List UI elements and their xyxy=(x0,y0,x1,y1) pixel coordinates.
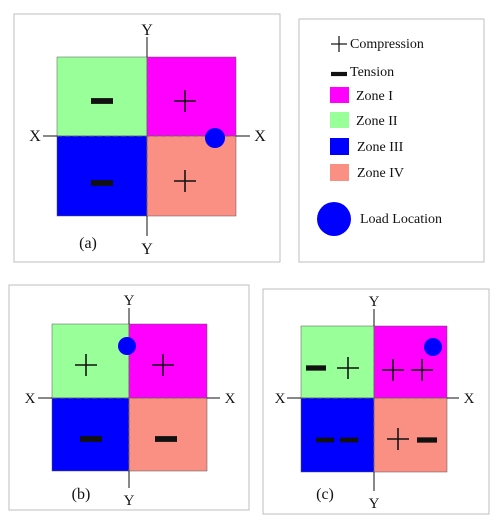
panel-b-zone-2 xyxy=(51,323,130,399)
panel-c-zone-4-sign-1 xyxy=(387,428,409,450)
legend-zone-2-swatch xyxy=(330,112,349,128)
panel-b-y-label-bottom: Y xyxy=(124,493,135,509)
panel-a-caption: (a) xyxy=(79,235,97,252)
panel-a-zone-3-sign-1 xyxy=(91,180,113,186)
panel-c-zone-3-sign-1 xyxy=(316,437,334,443)
panel-a-zone-4-sign-1 xyxy=(174,170,196,192)
panel-c-zone-2-sign-1 xyxy=(306,365,326,371)
panel-c-zone-2 xyxy=(300,325,375,399)
panel-b-zone-4-sign-1 xyxy=(155,436,177,442)
legend-zone-4-label: Zone IV xyxy=(357,166,404,181)
panel-c-zone-3 xyxy=(300,397,375,473)
panel-c-zone-1 xyxy=(373,325,448,399)
panel-a-x-label-right: X xyxy=(254,128,266,145)
panel-c-zone-1-sign-1 xyxy=(382,359,404,381)
legend: Compression Tension Zone I Zone II Zone … xyxy=(298,18,485,263)
legend-zone-3-swatch xyxy=(330,138,349,155)
legend-zone-2-label: Zone II xyxy=(356,114,398,129)
panel-c-x-label-left: X xyxy=(275,391,286,407)
panel-b-zone-1 xyxy=(128,323,208,399)
legend-frame xyxy=(298,18,485,263)
legend-load-label: Load Location xyxy=(360,212,442,227)
panel-c-zone-4-sign-2 xyxy=(417,437,437,443)
panel-a-x-label-left: X xyxy=(29,128,41,145)
legend-zone-3-label: Zone III xyxy=(357,140,404,155)
panel-c-zone-4 xyxy=(373,397,448,473)
panel-b-frame xyxy=(8,284,250,511)
panel-b-caption: (b) xyxy=(72,486,91,503)
panel-b-zone-1-sign-1 xyxy=(152,354,174,376)
legend-tension-label: Tension xyxy=(350,65,394,80)
legend-zone-1-label: Zone I xyxy=(356,89,393,104)
panel-b-x-label-right: X xyxy=(225,391,236,407)
panel-c-zone-3-sign-2 xyxy=(340,437,358,443)
panel-a-y-label-top: Y xyxy=(141,22,153,39)
panel-b: Y Y X X (b) xyxy=(8,284,250,511)
panel-c: Y Y X X (c) xyxy=(262,288,490,515)
panel-b-load-location xyxy=(118,337,136,355)
panel-c-y-label-bottom: Y xyxy=(369,496,380,512)
panel-a-load-location xyxy=(205,128,225,148)
panel-c-x-label-right: X xyxy=(464,391,475,407)
panel-b-zone-3 xyxy=(51,397,130,472)
panel-b-x-label-left: X xyxy=(25,391,36,407)
panel-c-load-location xyxy=(424,338,442,356)
panel-b-zone-4 xyxy=(128,397,208,472)
legend-compression-icon xyxy=(331,36,347,52)
panel-a-frame xyxy=(13,13,281,263)
panel-b-zone-2-sign-1 xyxy=(75,354,97,376)
panel-a-zone-2 xyxy=(56,56,148,137)
panel-a: Y Y X X (a) xyxy=(13,13,281,263)
panel-a-y-label-bottom: Y xyxy=(141,241,153,258)
panel-c-zone-1-sign-2 xyxy=(411,359,433,381)
legend-zone-1-swatch xyxy=(330,87,349,103)
panel-a-zone-4 xyxy=(146,135,237,217)
panel-c-y-label-top: Y xyxy=(369,294,380,310)
panel-c-caption: (c) xyxy=(316,486,334,503)
legend-compression-label: Compression xyxy=(350,37,424,52)
legend-zone-4-swatch xyxy=(330,164,349,181)
legend-tension-icon xyxy=(331,71,347,77)
panel-a-zone-2-sign-1 xyxy=(91,98,113,104)
panel-b-y-label-top: Y xyxy=(124,293,135,309)
panel-a-zone-1-sign-1 xyxy=(174,90,196,112)
panel-c-zone-2-sign-2 xyxy=(337,357,359,379)
panel-c-frame xyxy=(262,288,490,515)
panel-a-zone-1 xyxy=(146,56,237,137)
legend-load-icon xyxy=(317,202,351,236)
panel-a-zone-3 xyxy=(56,135,148,217)
panel-b-zone-3-sign-1 xyxy=(80,436,102,442)
